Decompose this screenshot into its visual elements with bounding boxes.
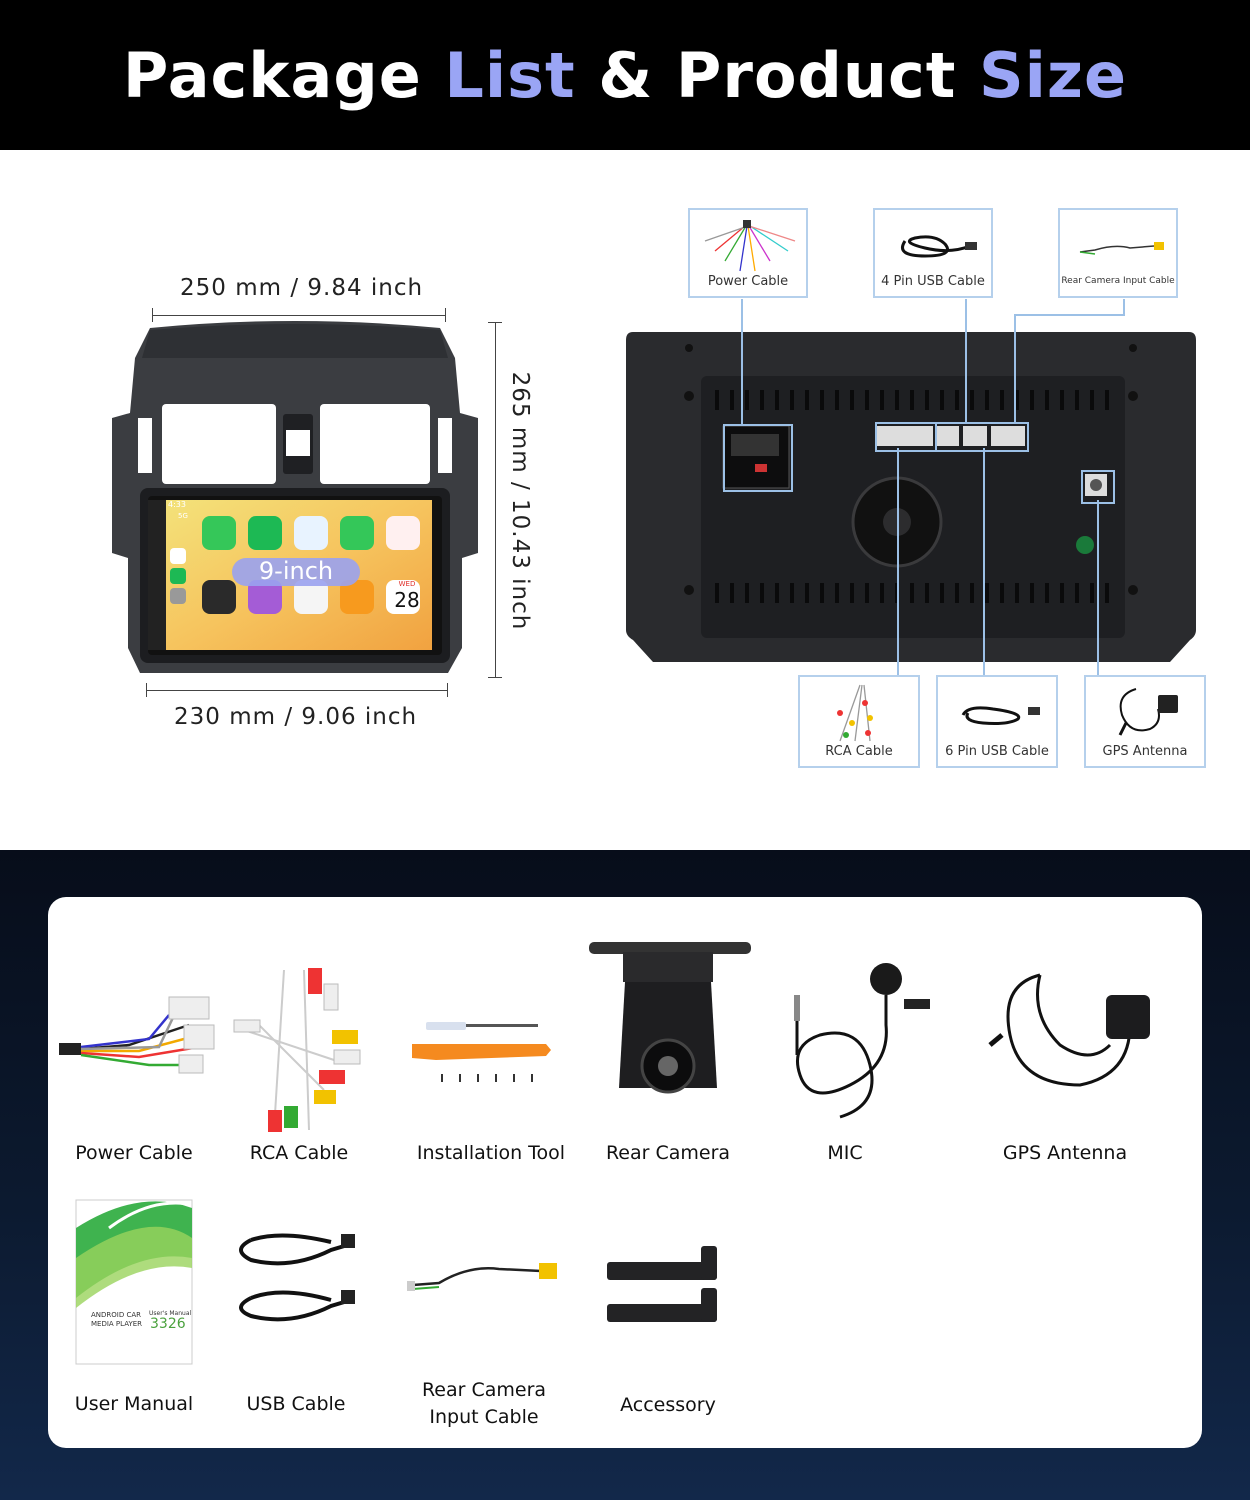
tick [447, 683, 448, 697]
title-accent: Size [979, 38, 1128, 112]
connector-line [1014, 314, 1125, 316]
connector-line [1014, 314, 1016, 424]
callout-rca: RCA Cable [798, 675, 920, 768]
gps-antenna-icon [988, 973, 1150, 1087]
callout-label: 4 Pin USB Cable [881, 274, 985, 289]
package-item-mic: MIC [760, 955, 930, 1164]
connector-line [1097, 500, 1099, 676]
connector-line [983, 448, 985, 676]
tick [445, 308, 446, 322]
callout-usb6: 6 Pin USB Cable [936, 675, 1058, 768]
calendar-day: WED [398, 580, 416, 588]
callout-usb4: 4 Pin USB Cable [873, 208, 993, 298]
status-time: 4:33 [168, 500, 186, 509]
package-item-rear-camera: Rear Camera [583, 938, 753, 1164]
manual-subtitle: User's Manual [149, 1310, 192, 1317]
package-item-rear-camera-input-cable: Rear Camera Input Cable [399, 1255, 569, 1428]
power-cable-icon [704, 220, 796, 272]
installation-tool-icon [412, 1022, 551, 1082]
top-width-line [152, 315, 446, 316]
bracket-icon [607, 1246, 717, 1322]
top-width-label: 250 mm / 9.84 inch [180, 275, 424, 301]
title-accent: List [444, 38, 576, 112]
power-cable-icon [59, 996, 215, 1074]
page-title: Package List & Product Size [123, 39, 1127, 112]
bottom-width-line [146, 690, 448, 691]
package-item-label: Accessory [620, 1394, 716, 1416]
callout-label: GPS Antenna [1102, 744, 1188, 759]
callout-label: 6 Pin USB Cable [945, 744, 1049, 759]
package-item-label: RCA Cable [249, 1142, 349, 1164]
callout-gps: GPS Antenna [1084, 675, 1206, 768]
usb-cable-icon [901, 235, 977, 258]
manual-text: MEDIA PLAYER [91, 1320, 143, 1328]
tick [146, 683, 147, 697]
mic-icon [794, 963, 930, 1119]
connector-highlight [935, 422, 1029, 452]
usb-cable-icon [239, 1233, 355, 1322]
package-item-power-cable: Power Cable [49, 985, 219, 1164]
title-part: & Product [575, 38, 980, 112]
rca-cable-icon [837, 684, 873, 742]
connector-line [965, 299, 967, 424]
package-item-label: Power Cable [75, 1142, 193, 1164]
connector-line [1123, 299, 1125, 315]
header-banner: Package List & Product Size [0, 0, 1250, 150]
package-item-label: MIC [827, 1142, 863, 1164]
bottom-width-label: 230 mm / 9.06 inch [174, 704, 418, 730]
rca-cable-icon [233, 968, 361, 1132]
screen-size-badge: 9-inch [258, 557, 334, 585]
rear-camera-cable-icon [1079, 242, 1164, 255]
callout-rear-camera-input: Rear Camera Input Cable [1058, 208, 1178, 298]
manual-number: 3326 [150, 1316, 186, 1332]
package-item-gps-antenna: GPS Antenna [980, 965, 1150, 1164]
title-part: Package [122, 38, 445, 112]
package-item-accessory: Accessory [583, 1240, 753, 1416]
manual-title: ANDROID CAR MEDIA PLAYER [91, 1311, 151, 1329]
height-label: 265 mm / 10.43 inch [507, 371, 533, 631]
callout-label: RCA Cable [825, 744, 893, 759]
rear-camera-icon [589, 942, 751, 1094]
callout-label: Power Cable [707, 274, 789, 289]
package-item-label: Installation Tool [416, 1142, 566, 1164]
tick [488, 322, 502, 323]
connector-highlight [723, 424, 793, 492]
callout-power-cable: Power Cable [688, 208, 808, 298]
connector-highlight [1081, 470, 1115, 504]
calendar-date: 28 [394, 588, 420, 612]
package-item-label: GPS Antenna [1002, 1142, 1128, 1164]
tick [488, 677, 502, 678]
package-item-label: User Manual [74, 1393, 194, 1415]
package-item-label-line: Input Cable [429, 1406, 539, 1428]
usb-cable-icon [961, 706, 1040, 725]
height-line [495, 322, 496, 678]
package-item-label: USB Cable [246, 1393, 346, 1415]
package-item-installation-tool: Installation Tool [406, 1010, 576, 1164]
package-item-rca-cable: RCA Cable [214, 960, 384, 1164]
package-item-user-manual: ANDROID CAR MEDIA PLAYER User's Manual 3… [49, 1198, 219, 1415]
connector-highlight [875, 422, 937, 452]
gps-antenna-icon [1118, 688, 1178, 736]
head-unit-back-image [626, 332, 1196, 662]
package-item-usb-cable: USB Cable [211, 1220, 381, 1415]
manual-text: ANDROID CAR [91, 1311, 142, 1319]
status-signal: 5G [178, 512, 188, 520]
package-item-label: Rear Camera Input Cable [379, 1377, 589, 1431]
connector-line [741, 299, 743, 424]
connector-line [897, 448, 899, 676]
rear-camera-cable-icon [407, 1263, 557, 1291]
package-item-label-line: Rear Camera [421, 1379, 547, 1401]
tick [152, 308, 153, 322]
callout-label: Rear Camera Input Cable [1061, 276, 1175, 286]
user-manual-icon [75, 1199, 193, 1365]
head-unit-front-image [112, 321, 478, 673]
package-item-label: Rear Camera [605, 1142, 731, 1164]
